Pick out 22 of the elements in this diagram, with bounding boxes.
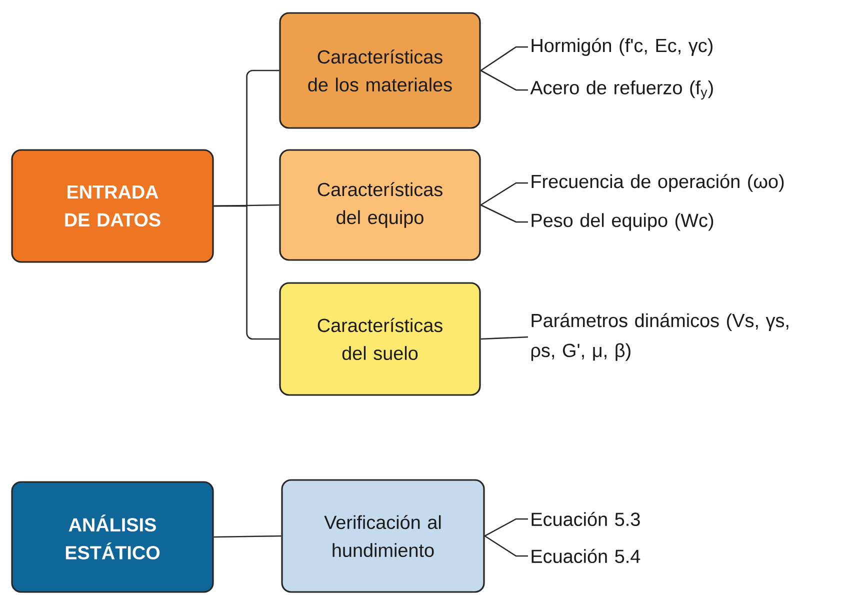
item-text: Peso del equipo (Wc) <box>532 213 714 231</box>
item-text: Hormigón (f'c, Ec, γc) <box>532 38 712 56</box>
category-box: ANÁLISIS ESTÁTICO <box>11 481 214 593</box>
connector-line <box>480 336 528 340</box>
connector-line <box>480 46 528 72</box>
process-box: Características de los materiales <box>279 12 481 129</box>
connector-line <box>214 535 282 538</box>
connector-line <box>484 535 528 557</box>
item-text: Ecuación 5.3 <box>532 512 640 526</box>
process-box: Características del equipo <box>279 149 481 261</box>
process-box: Características del suelo <box>279 282 481 396</box>
item-text: Ecuación 5.4 <box>532 548 640 564</box>
item-text: Acero de refuerzo (f$_{y}$) <box>530 80 713 100</box>
connector-line <box>480 70 528 91</box>
connector-line <box>480 204 528 223</box>
category-box: ENTRADA DE DATOS <box>11 149 214 263</box>
connector-line <box>214 205 280 340</box>
item-text: Frecuencia de operación (ωo) <box>532 174 784 192</box>
item-text: Parámetros dinámicos (Vs, γs, ρs, G', μ, β) <box>531 313 788 361</box>
connector-line <box>480 182 528 206</box>
process-box: Verificación al hundimiento <box>281 479 485 593</box>
connector-line <box>484 518 528 537</box>
